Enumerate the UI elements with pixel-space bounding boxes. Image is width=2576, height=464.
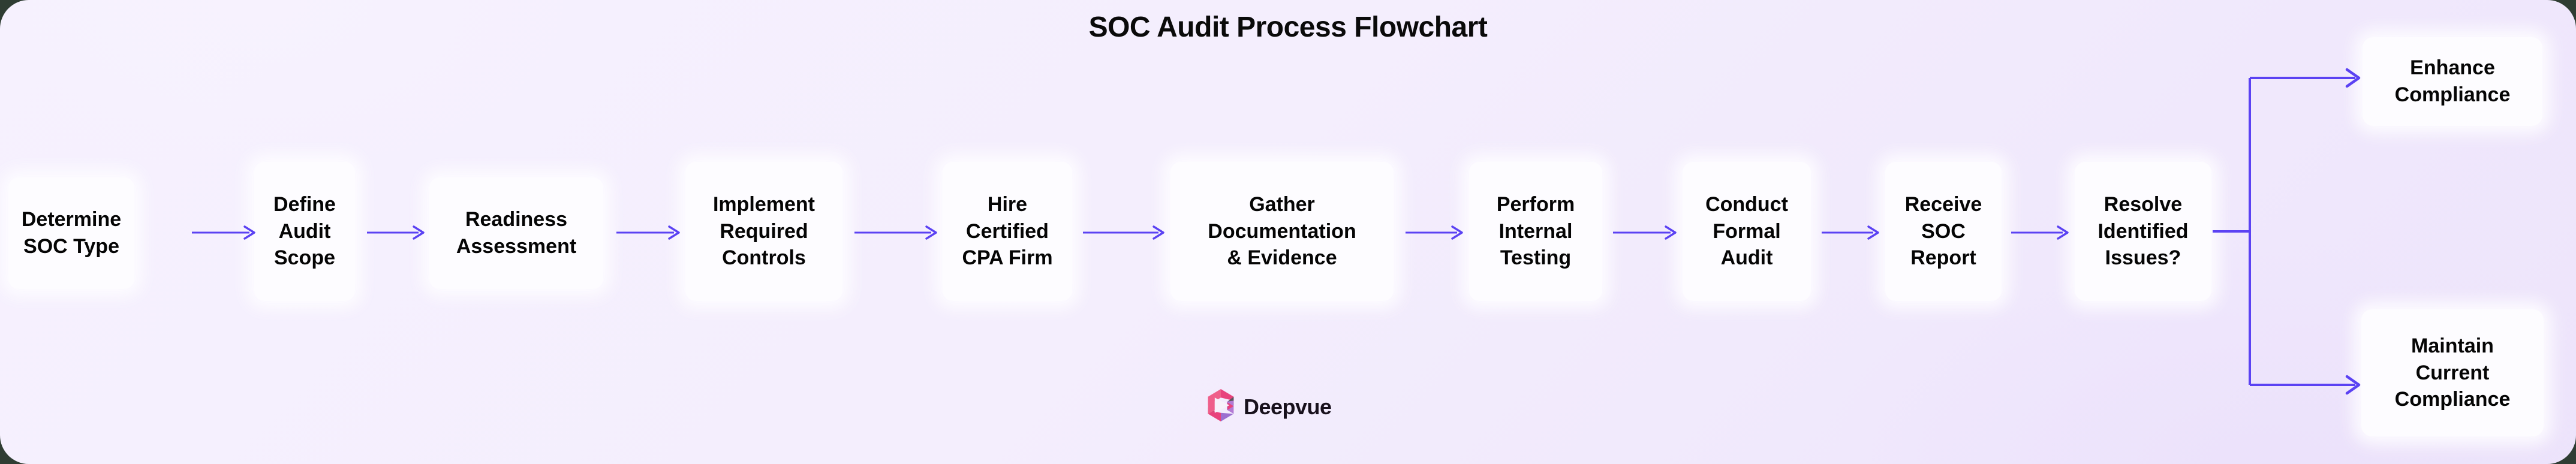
node-line: Compliance xyxy=(2394,388,2511,411)
node-line: Readiness xyxy=(465,208,568,231)
node-conduct-formal-audit[interactable]: Conduct Formal Audit xyxy=(1683,162,1811,301)
node-line: & Evidence xyxy=(1227,246,1337,270)
node-line: Scope xyxy=(273,246,336,270)
deepvue-hexagon-icon xyxy=(1205,388,1236,425)
node-line: Issues? xyxy=(2105,246,2181,270)
node-perform-internal-testing[interactable]: Perform Internal Testing xyxy=(1469,162,1602,301)
node-resolve-identified-issues[interactable]: Resolve Identified Issues? xyxy=(2075,162,2211,301)
node-line: Receive xyxy=(1904,192,1982,216)
node-line: Certified xyxy=(966,219,1049,243)
node-line: Gather xyxy=(1249,192,1315,216)
node-line: Enhance xyxy=(2410,56,2495,80)
node-implement-controls[interactable]: Implement Required Controls xyxy=(685,162,842,301)
deepvue-logo[interactable]: Deepvue xyxy=(1205,388,1332,425)
node-hire-cpa-firm[interactable]: Hire Certified CPA Firm xyxy=(943,162,1072,301)
node-line: Audit xyxy=(1720,246,1773,270)
arrow-8-conduct-to-receive xyxy=(1822,225,1882,240)
arrow-7-perform-to-conduct xyxy=(1613,225,1679,240)
node-line: Audit xyxy=(278,219,331,243)
node-line: Define xyxy=(273,192,336,216)
node-line: Formal xyxy=(1713,219,1781,243)
node-line: CPA Firm xyxy=(962,246,1053,270)
decision-branch-connector xyxy=(2213,33,2369,395)
node-line: Conduct xyxy=(1705,192,1788,216)
node-line: Assessment xyxy=(456,235,577,258)
node-line: Internal xyxy=(1498,219,1573,243)
arrow-2-define-to-readiness xyxy=(367,225,427,240)
node-line: Controls xyxy=(722,246,806,270)
node-line: Compliance xyxy=(2394,83,2511,106)
node-line: Current xyxy=(2415,361,2490,384)
node-line: Testing xyxy=(1500,246,1572,270)
arrow-1-determine-to-define xyxy=(192,225,258,240)
node-readiness-assessment[interactable]: Readiness Assessment xyxy=(429,177,603,289)
page-title: SOC Audit Process Flowchart xyxy=(1088,11,1488,43)
arrow-3-readiness-to-implement xyxy=(616,225,682,240)
arrow-4-implement-to-hire xyxy=(854,225,940,240)
node-line: Determine xyxy=(21,208,122,231)
node-line: Hire xyxy=(987,192,1028,216)
node-line: Perform xyxy=(1496,192,1575,216)
node-line: Implement xyxy=(712,192,815,216)
node-line: SOC xyxy=(1921,219,1966,243)
node-determine-soc-type[interactable]: Determine SOC Type xyxy=(8,177,134,289)
deepvue-wordmark: Deepvue xyxy=(1244,394,1332,419)
node-line: Maintain xyxy=(2411,334,2494,357)
arrow-5-hire-to-gather xyxy=(1083,225,1167,240)
node-line: Report xyxy=(1910,246,1976,270)
node-line: Required xyxy=(720,219,808,243)
node-define-audit-scope[interactable]: Define Audit Scope xyxy=(254,162,355,301)
node-line: SOC Type xyxy=(23,235,119,258)
arrow-6-gather-to-perform xyxy=(1406,225,1465,240)
node-enhance-compliance[interactable]: Enhance Compliance xyxy=(2363,37,2542,126)
node-line: Documentation xyxy=(1208,219,1356,243)
node-receive-soc-report[interactable]: Receive SOC Report xyxy=(1885,162,2002,301)
node-gather-documentation[interactable]: Gather Documentation & Evidence xyxy=(1170,162,1394,301)
arrow-9-receive-to-resolve xyxy=(2011,225,2071,240)
node-line: Identified xyxy=(2097,219,2189,243)
node-line: Resolve xyxy=(2103,192,2183,216)
node-maintain-current-compliance[interactable]: Maintain Current Compliance xyxy=(2361,309,2544,436)
